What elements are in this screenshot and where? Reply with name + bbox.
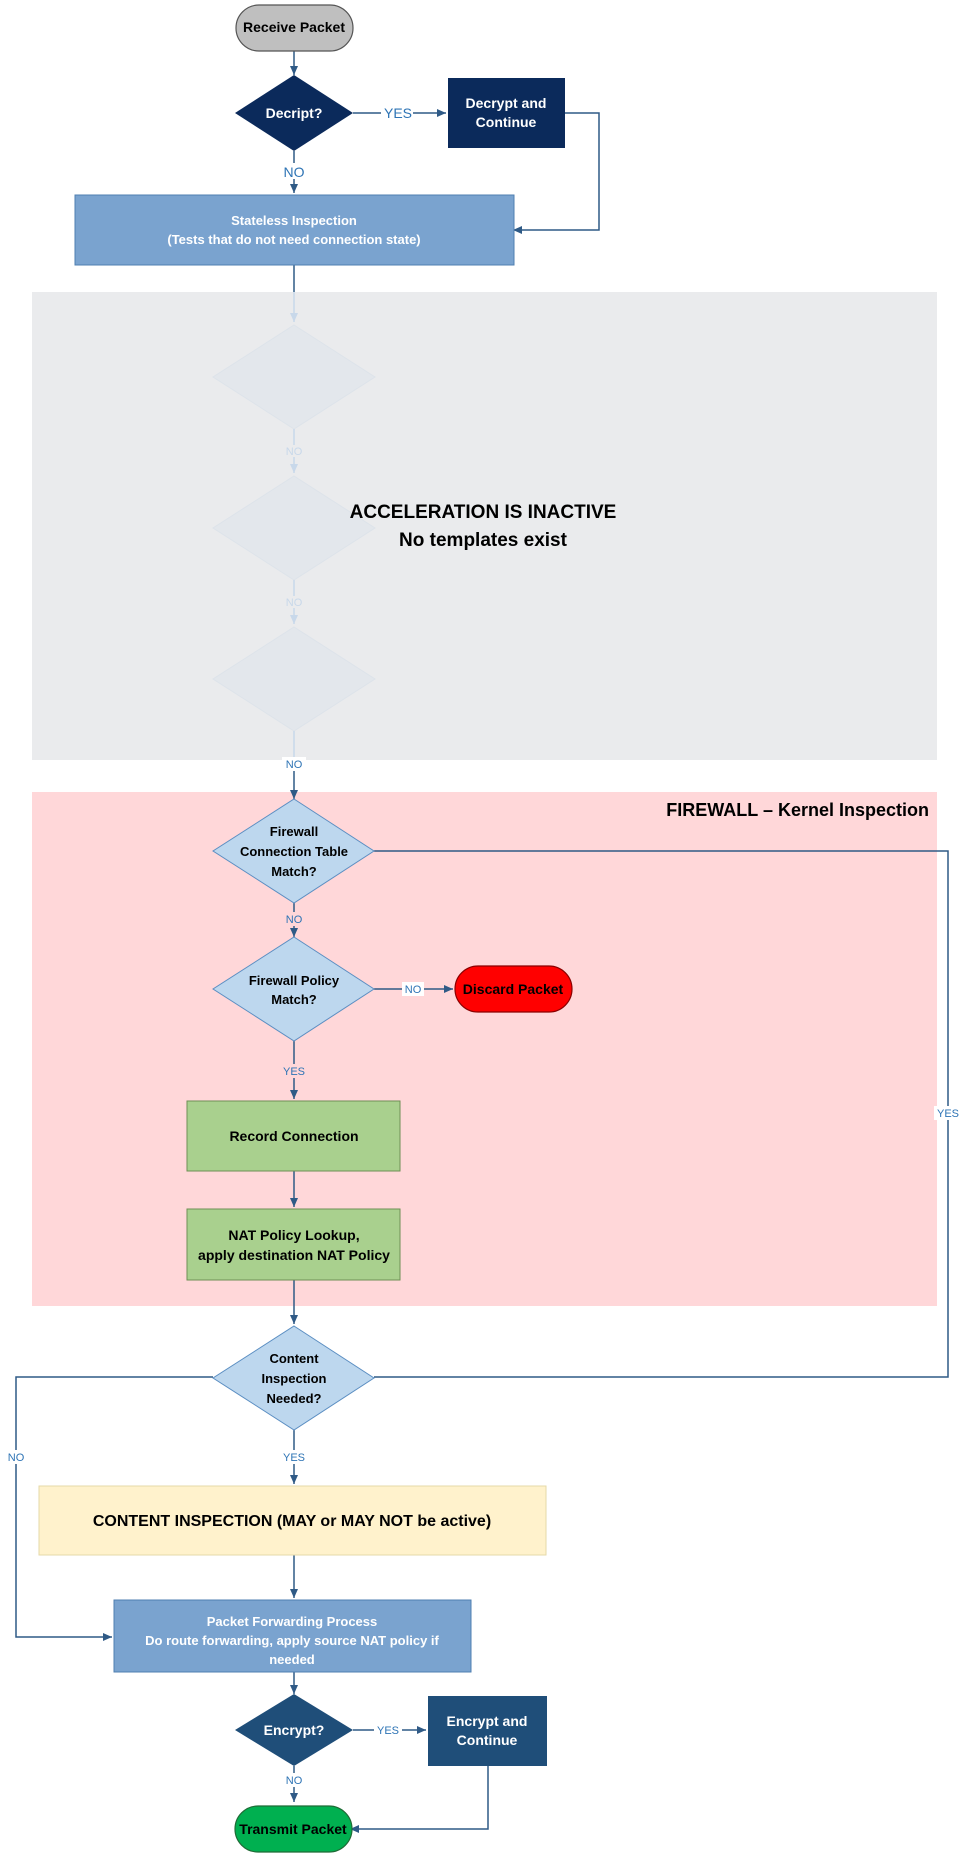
policy-no-label: NO — [405, 984, 422, 996]
acceleration-zone — [32, 292, 937, 760]
content-needed-line-2: Inspection — [261, 1371, 326, 1386]
connector-decrypt-continue-stateless — [513, 112, 600, 234]
inactive-no-label-2: NO — [286, 597, 303, 609]
encrypt-yes-label: YES — [377, 1725, 399, 1737]
decrypt-continue-process — [448, 78, 565, 148]
connector-encrypt-continue-transmit — [350, 1766, 489, 1833]
stateless-inspection-process — [74, 194, 515, 266]
encrypt-decision-label: Encrypt? — [264, 1722, 325, 1738]
content-yes-label: YES — [283, 1452, 305, 1464]
receive-packet-terminal — [235, 4, 354, 52]
firewall-zone-title: FIREWALL – Kernel Inspection — [666, 800, 929, 820]
fw-conn-line-3: Match? — [271, 864, 317, 879]
content-inspection-box — [38, 1485, 547, 1556]
nat-policy-line-1: NAT Policy Lookup, — [228, 1227, 359, 1243]
content-needed-line-3: Needed? — [267, 1391, 322, 1406]
discard-packet-terminal — [454, 965, 573, 1013]
decrypt-decision — [235, 75, 353, 151]
stateless-line-2: (Tests that do not need connection state… — [167, 232, 420, 247]
forwarding-line-3: needed — [269, 1652, 315, 1667]
transmit-packet-terminal — [234, 1805, 353, 1853]
firewall-zone — [32, 792, 937, 1306]
fw-policy-line-1: Firewall Policy — [249, 973, 340, 988]
encrypt-no-label: NO — [286, 1775, 303, 1787]
connector-content-no — [15, 1376, 213, 1641]
encrypt-continue-line-1: Encrypt and — [447, 1713, 528, 1729]
content-no-label: NO — [8, 1452, 25, 1464]
policy-yes-label: YES — [283, 1066, 305, 1078]
decrypt-no-label: NO — [284, 164, 305, 180]
encrypt-continue-process — [428, 1696, 547, 1766]
encrypt-decision — [235, 1694, 353, 1766]
nat-policy-line-2: apply destination NAT Policy — [198, 1247, 390, 1263]
decrypt-continue-line-1: Decrypt and — [466, 95, 547, 111]
record-connection-process — [186, 1100, 401, 1172]
encrypt-continue-line-2: Continue — [457, 1732, 518, 1748]
inactive-no-label-1: NO — [286, 446, 303, 458]
acceleration-title: ACCELERATION IS INACTIVE — [350, 502, 617, 523]
acceleration-subtitle: No templates exist — [399, 530, 568, 551]
content-inspection-decision — [212, 1325, 375, 1431]
decrypt-yes-label: YES — [384, 105, 412, 121]
stateless-line-1: Stateless Inspection — [231, 213, 357, 228]
fw-policy-line-2: Match? — [271, 992, 317, 1007]
decrypt-continue-line-2: Continue — [476, 114, 537, 130]
content-inspection-label: CONTENT INSPECTION (MAY or MAY NOT be ac… — [93, 1513, 491, 1530]
receive-packet-label: Receive Packet — [243, 19, 345, 35]
nat-policy-process — [186, 1208, 401, 1281]
fw-conn-line-1: Firewall — [270, 824, 318, 839]
forwarding-line-2: Do route forwarding, apply source NAT po… — [145, 1633, 439, 1648]
fw-policy-decision — [212, 936, 375, 1042]
transmit-packet-label: Transmit Packet — [239, 1821, 347, 1837]
content-needed-line-1: Content — [269, 1351, 319, 1366]
decrypt-decision-label: Decript? — [266, 105, 323, 121]
fw-conn-line-2: Connection Table — [240, 844, 348, 859]
conntable-yes-label: YES — [937, 1108, 959, 1120]
discard-packet-label: Discard Packet — [463, 981, 564, 997]
conntable-no-label: NO — [286, 914, 303, 926]
packet-forwarding-process — [113, 1599, 472, 1673]
record-connection-label: Record Connection — [229, 1128, 358, 1144]
acceleration-no-label: NO — [286, 759, 303, 771]
forwarding-line-1: Packet Forwarding Process — [207, 1614, 378, 1629]
fw-connection-table-decision — [212, 798, 375, 904]
